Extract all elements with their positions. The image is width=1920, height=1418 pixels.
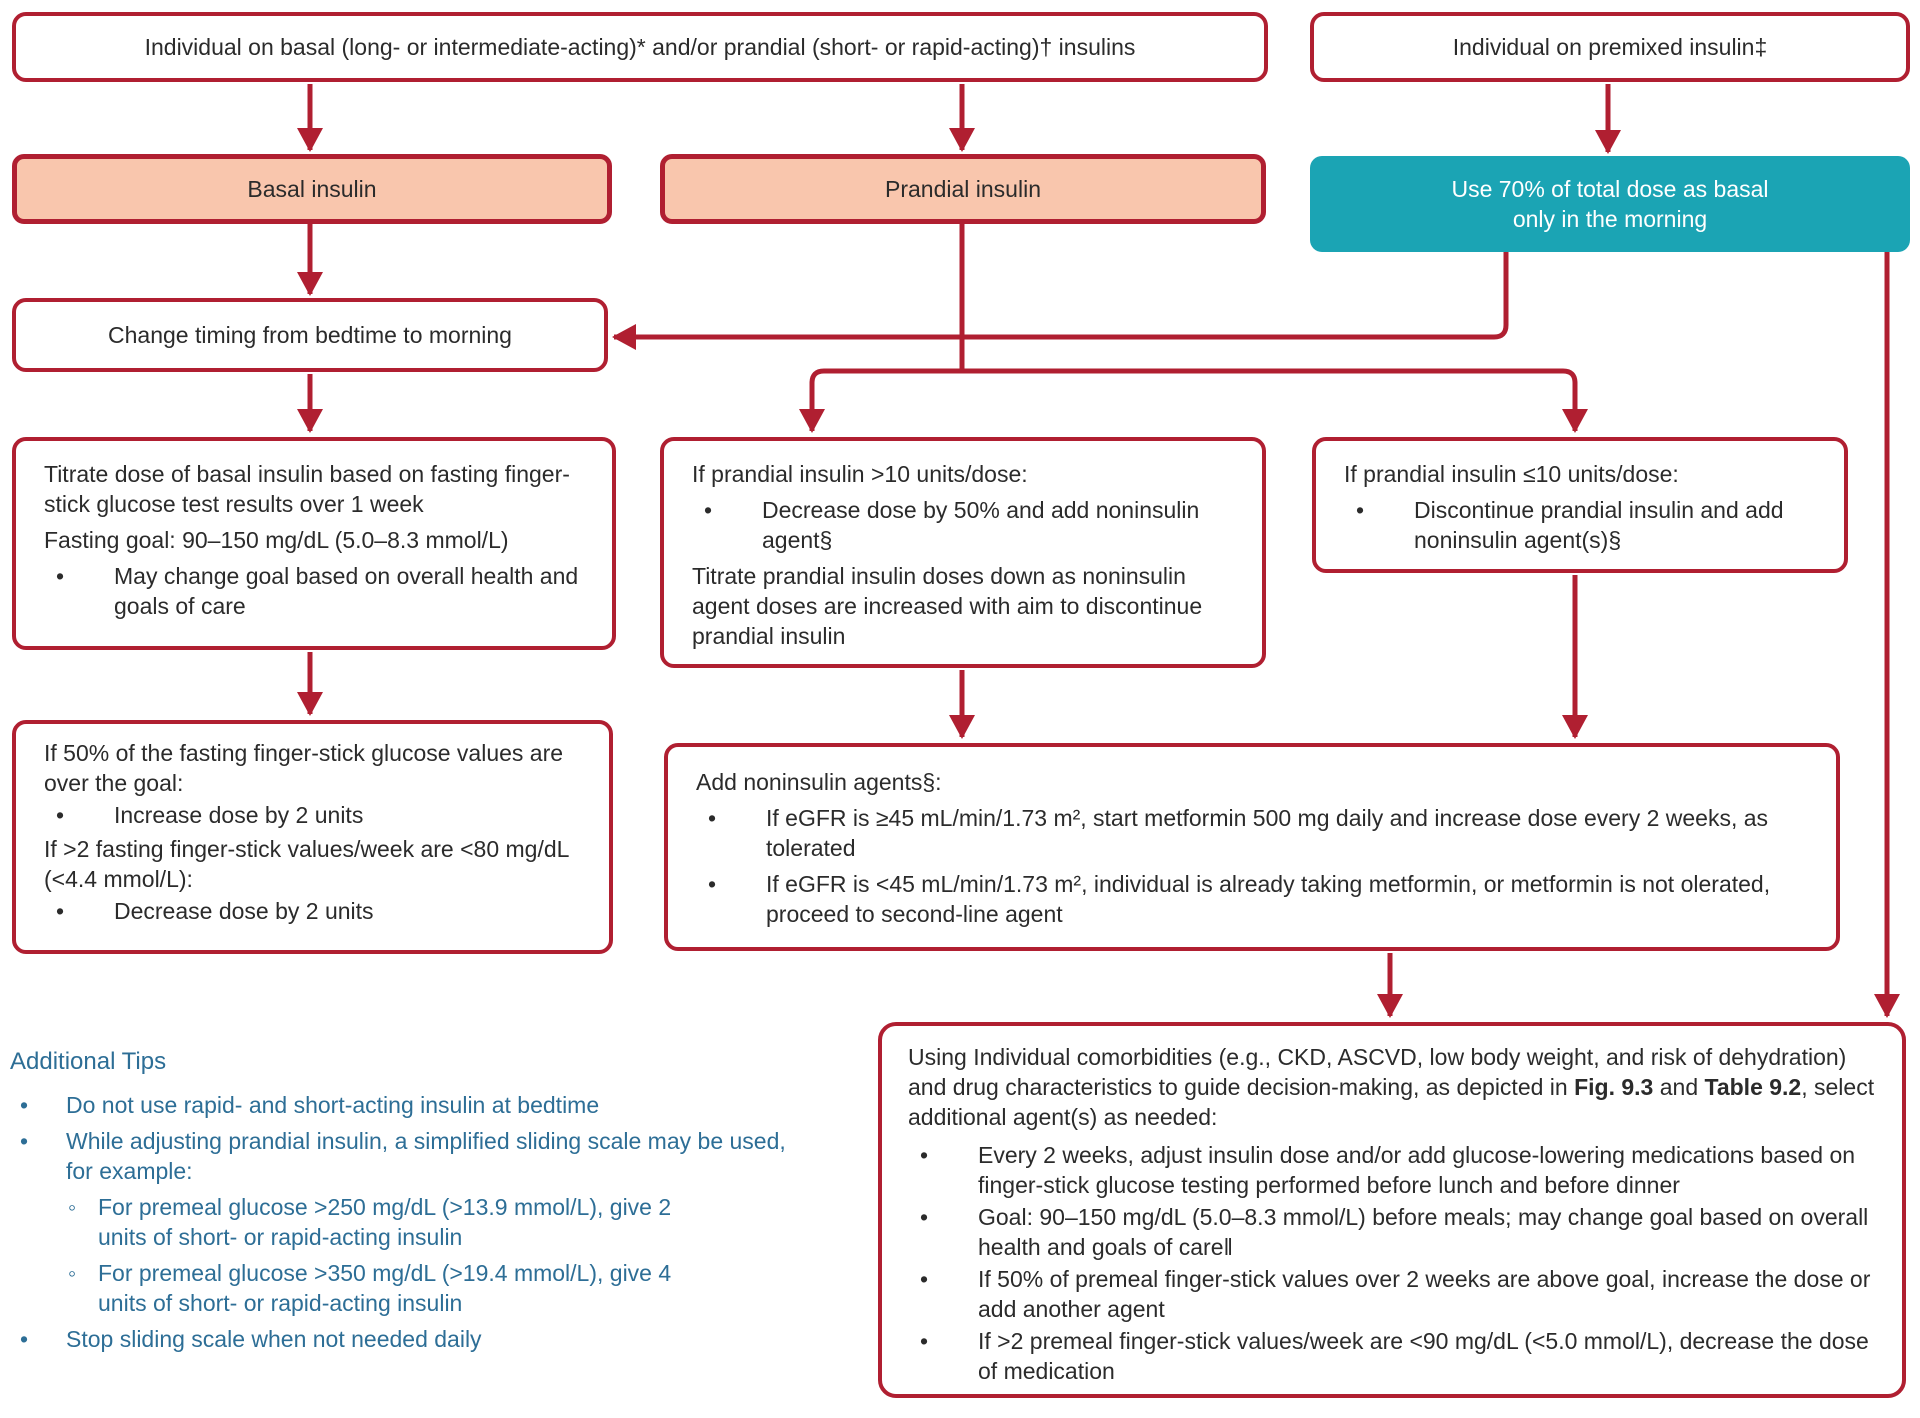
prandial-le10-bullet: • Discontinue prandial insulin and add n… [1344,495,1816,555]
add-noninsulin-bullet1-text: If eGFR is ≥45 mL/min/1.73 m², start met… [766,805,1769,861]
add-noninsulin-bullet2-text: If eGFR is <45 mL/min/1.73 m², individua… [766,871,1771,927]
comorbidities-intro-pre: Using Individual comorbidities (e.g., CK… [908,1044,1847,1100]
tip-no-rapid-at-bedtime-text: Do not use rapid- and short-acting insul… [66,1092,600,1118]
node-prandial-gt10: If prandial insulin >10 units/dose: • De… [660,437,1266,668]
arrow-prandial-branch-le10 [962,368,1588,433]
add-noninsulin-bullet2: • If eGFR is <45 mL/min/1.73 m², individ… [696,869,1806,929]
add-noninsulin-title: Add noninsulin agents§: [696,769,942,795]
comorbidities-bullet-4: • If >2 premeal finger-stick values/week… [908,1326,1876,1386]
premixed-action-line1: Use 70% of total dose as basal [1451,176,1769,202]
node-add-noninsulin: Add noninsulin agents§: • If eGFR is ≥45… [664,743,1840,951]
comorbidities-bullet-1: • Every 2 weeks, adjust insulin dose and… [908,1140,1876,1200]
premixed-action-line2: only in the morning [1512,206,1708,232]
tip-sub-premeal-250-text: For premeal glucose >250 mg/dL (>13.9 mm… [98,1194,672,1250]
comorbidities-intro-post: , select additional agent(s) as needed: [908,1074,1875,1130]
fig-9-3-reference: Fig. 9.3 [1574,1074,1654,1100]
bullet-dot: • [920,1142,929,1168]
prandial-le10-title: If prandial insulin ≤10 units/dose: [1344,461,1679,487]
node-prandial-le10: If prandial insulin ≤10 units/dose: • Di… [1312,437,1848,573]
premixed-action-text: Use 70% of total dose as basal only in t… [1451,174,1768,234]
additional-tips-title: Additional Tips [10,1048,167,1075]
bullet-dot: • [20,1092,29,1118]
fasting-adjust-bullet2: • Decrease dose by 2 units [44,896,581,926]
node-basal-insulin: Basal insulin [12,154,612,224]
tip-stop-sliding-scale: • Stop sliding scale when not needed dai… [10,1324,810,1354]
comorbidities-bullet-4-text: If >2 premeal finger-stick values/week a… [978,1328,1869,1384]
node-basal-prandial-source: Individual on basal (long- or intermedia… [12,12,1268,82]
tip-no-rapid-at-bedtime: • Do not use rapid- and short-acting ins… [10,1090,810,1120]
fasting-adjust-para2: If >2 fasting finger-stick values/week a… [44,836,569,892]
fasting-adjust-bullet1: • Increase dose by 2 units [44,800,581,830]
prandial-insulin-label: Prandial insulin [885,176,1041,202]
comorbidities-intro: Using Individual comorbidities (e.g., CK… [908,1042,1876,1132]
bullet-dot: • [56,563,65,589]
comorbidities-bullet-1-text: Every 2 weeks, adjust insulin dose and/o… [978,1142,1856,1198]
node-titrate-basal: Titrate dose of basal insulin based on f… [12,437,616,650]
bullet-dot: • [56,802,65,828]
table-9-2-reference: Table 9.2 [1704,1074,1802,1100]
tip-sub-premeal-250: ◦ For premeal glucose >250 mg/dL (>13.9 … [68,1192,810,1252]
comorbidities-bullet-3: • If 50% of premeal finger-stick values … [908,1264,1876,1324]
sub-bullet-circle: ◦ [68,1194,77,1220]
basal-insulin-label: Basal insulin [247,176,377,202]
bullet-dot: • [920,1266,929,1292]
bullet-dot: • [1356,497,1365,523]
node-fasting-adjust: If 50% of the fasting finger-stick gluco… [12,720,613,954]
comorbidities-bullet-2-text: Goal: 90–150 mg/dL (5.0–8.3 mmol/L) befo… [978,1204,1869,1260]
bullet-dot: • [20,1326,29,1352]
prandial-le10-bullet-text: Discontinue prandial insulin and add non… [1414,497,1784,553]
bullet-dot: • [56,898,65,924]
arrow-prandial-branch-gt10 [799,368,962,433]
tip-sliding-scale: • While adjusting prandial insulin, a si… [10,1126,810,1186]
bullet-dot: • [20,1128,29,1154]
additional-tips: Additional Tips • Do not use rapid- and … [10,1046,810,1360]
bullet-dot: • [920,1204,929,1230]
bullet-dot: • [708,871,717,897]
prandial-gt10-para: Titrate prandial insulin doses down as n… [692,563,1203,649]
arrow-premixed-action-to-change-timing [612,252,1509,350]
titrate-basal-bullet-text: May change goal based on overall health … [114,563,579,619]
comorbidities-bullet-3-text: If 50% of premeal finger-stick values ov… [978,1266,1871,1322]
tip-sub-premeal-350-text: For premeal glucose >350 mg/dL (>19.4 mm… [98,1260,672,1316]
change-timing-label: Change timing from bedtime to morning [108,322,512,348]
node-premixed-action: Use 70% of total dose as basal only in t… [1310,156,1910,252]
fasting-adjust-bullet2-text: Decrease dose by 2 units [114,898,374,924]
add-noninsulin-bullet1: • If eGFR is ≥45 mL/min/1.73 m², start m… [696,803,1806,863]
comorbidities-bullet-2: • Goal: 90–150 mg/dL (5.0–8.3 mmol/L) be… [908,1202,1876,1262]
fasting-adjust-para1: If 50% of the fasting finger-stick gluco… [44,740,564,796]
prandial-gt10-bullet-text: Decrease dose by 50% and add noninsulin … [762,497,1200,553]
tip-sub-premeal-350: ◦ For premeal glucose >350 mg/dL (>19.4 … [68,1258,810,1318]
node-premixed-source: Individual on premixed insulin‡ [1310,12,1910,82]
comorbidities-joiner: and [1653,1074,1705,1100]
tip-stop-sliding-scale-text: Stop sliding scale when not needed daily [66,1326,482,1352]
prandial-gt10-bullet: • Decrease dose by 50% and add noninsuli… [692,495,1234,555]
node-comorbidities: Using Individual comorbidities (e.g., CK… [878,1022,1906,1398]
fasting-adjust-bullet1-text: Increase dose by 2 units [114,802,364,828]
node-prandial-insulin: Prandial insulin [660,154,1266,224]
bullet-dot: • [708,805,717,831]
premixed-source-label: Individual on premixed insulin‡ [1452,34,1768,60]
titrate-basal-goal: Fasting goal: 90–150 mg/dL (5.0–8.3 mmol… [44,527,509,553]
bullet-dot: • [704,497,713,523]
basal-prandial-source-label: Individual on basal (long- or intermedia… [144,34,1136,60]
titrate-basal-para1: Titrate dose of basal insulin based on f… [44,461,570,517]
prandial-gt10-title: If prandial insulin >10 units/dose: [692,461,1028,487]
sub-bullet-circle: ◦ [68,1260,77,1286]
bullet-dot: • [920,1328,929,1354]
node-change-timing: Change timing from bedtime to morning [12,298,608,372]
titrate-basal-bullet: • May change goal based on overall healt… [44,561,584,621]
tip-sliding-scale-text: While adjusting prandial insulin, a simp… [66,1128,786,1184]
